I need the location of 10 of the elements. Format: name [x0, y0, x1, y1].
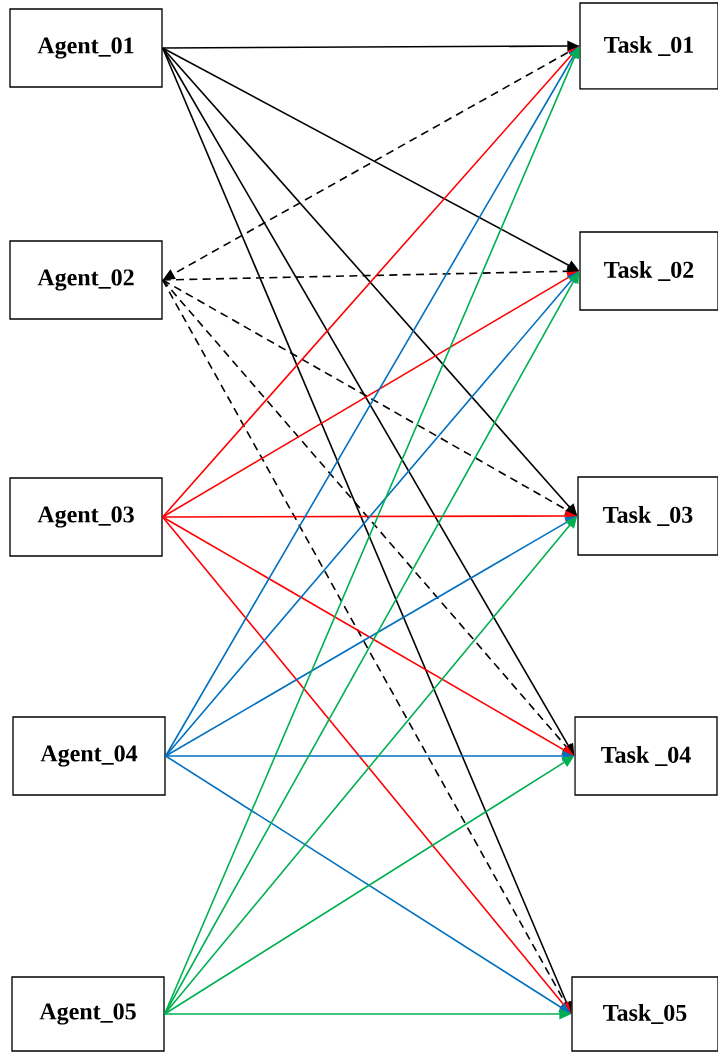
task-box: Task _02: [579, 231, 718, 311]
task-box: Task _03: [577, 476, 718, 556]
agent-box: Agent_01: [9, 8, 163, 88]
task-box: Task _04: [574, 716, 718, 796]
agent-box: Agent_03: [9, 477, 163, 557]
task-box: Task_05: [571, 976, 718, 1052]
agent-box: Agent_04: [12, 716, 166, 796]
agent-box: Agent_02: [9, 240, 163, 320]
task-box: Task _01: [579, 2, 718, 90]
agent-box: Agent_05: [11, 976, 165, 1052]
